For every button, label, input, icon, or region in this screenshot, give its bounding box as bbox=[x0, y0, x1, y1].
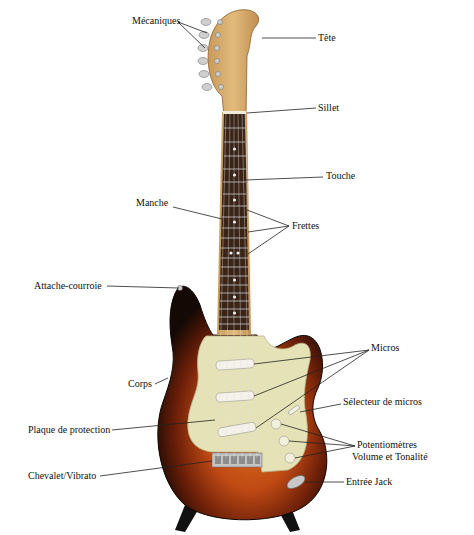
part-label: Sillet bbox=[318, 102, 339, 114]
strings bbox=[218, 112, 257, 458]
bridge bbox=[212, 453, 262, 467]
part-label: Volume et Tonalité bbox=[352, 451, 428, 463]
part-label: Chevalet/Vibrato bbox=[28, 470, 96, 482]
part-label: Entrée Jack bbox=[346, 476, 392, 488]
jack-plate bbox=[285, 473, 307, 492]
fret-dots bbox=[229, 147, 239, 314]
part-label: Manche bbox=[136, 197, 168, 209]
leader-lines bbox=[100, 22, 369, 482]
part-label: Frettes bbox=[292, 220, 319, 232]
part-label: Plaque de protection bbox=[28, 424, 110, 436]
pickguard bbox=[188, 336, 311, 472]
part-label: Attache-courroie bbox=[34, 280, 102, 292]
part-label: Tête bbox=[318, 32, 336, 44]
part-label: Sélecteur de micros bbox=[343, 396, 422, 408]
part-label: Potentiomètres bbox=[357, 439, 417, 451]
part-label: Micros bbox=[371, 342, 399, 354]
part-label: Corps bbox=[128, 378, 152, 390]
part-label: Touche bbox=[326, 170, 355, 182]
pickups bbox=[216, 359, 257, 438]
headstock bbox=[208, 10, 259, 116]
pickup-selector bbox=[288, 405, 300, 415]
part-label: Mécaniques bbox=[132, 15, 180, 27]
tuners bbox=[198, 19, 224, 91]
nut bbox=[223, 111, 246, 114]
